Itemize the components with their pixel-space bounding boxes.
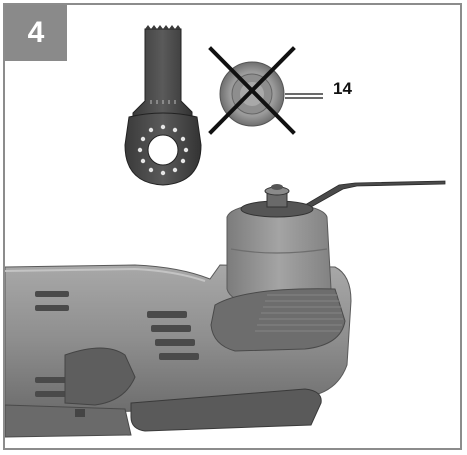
illustration bbox=[5, 25, 446, 438]
figure-frame: 4 14 bbox=[3, 3, 462, 450]
prohibited-cross-icon bbox=[208, 46, 296, 135]
washer-part bbox=[219, 61, 285, 127]
step-number-badge: 4 bbox=[5, 5, 67, 61]
oscillating-multitool-icon bbox=[5, 180, 446, 438]
callout-leader-line bbox=[285, 93, 323, 99]
callout-label: 14 bbox=[333, 79, 352, 98]
saw-blade-icon bbox=[124, 25, 202, 186]
